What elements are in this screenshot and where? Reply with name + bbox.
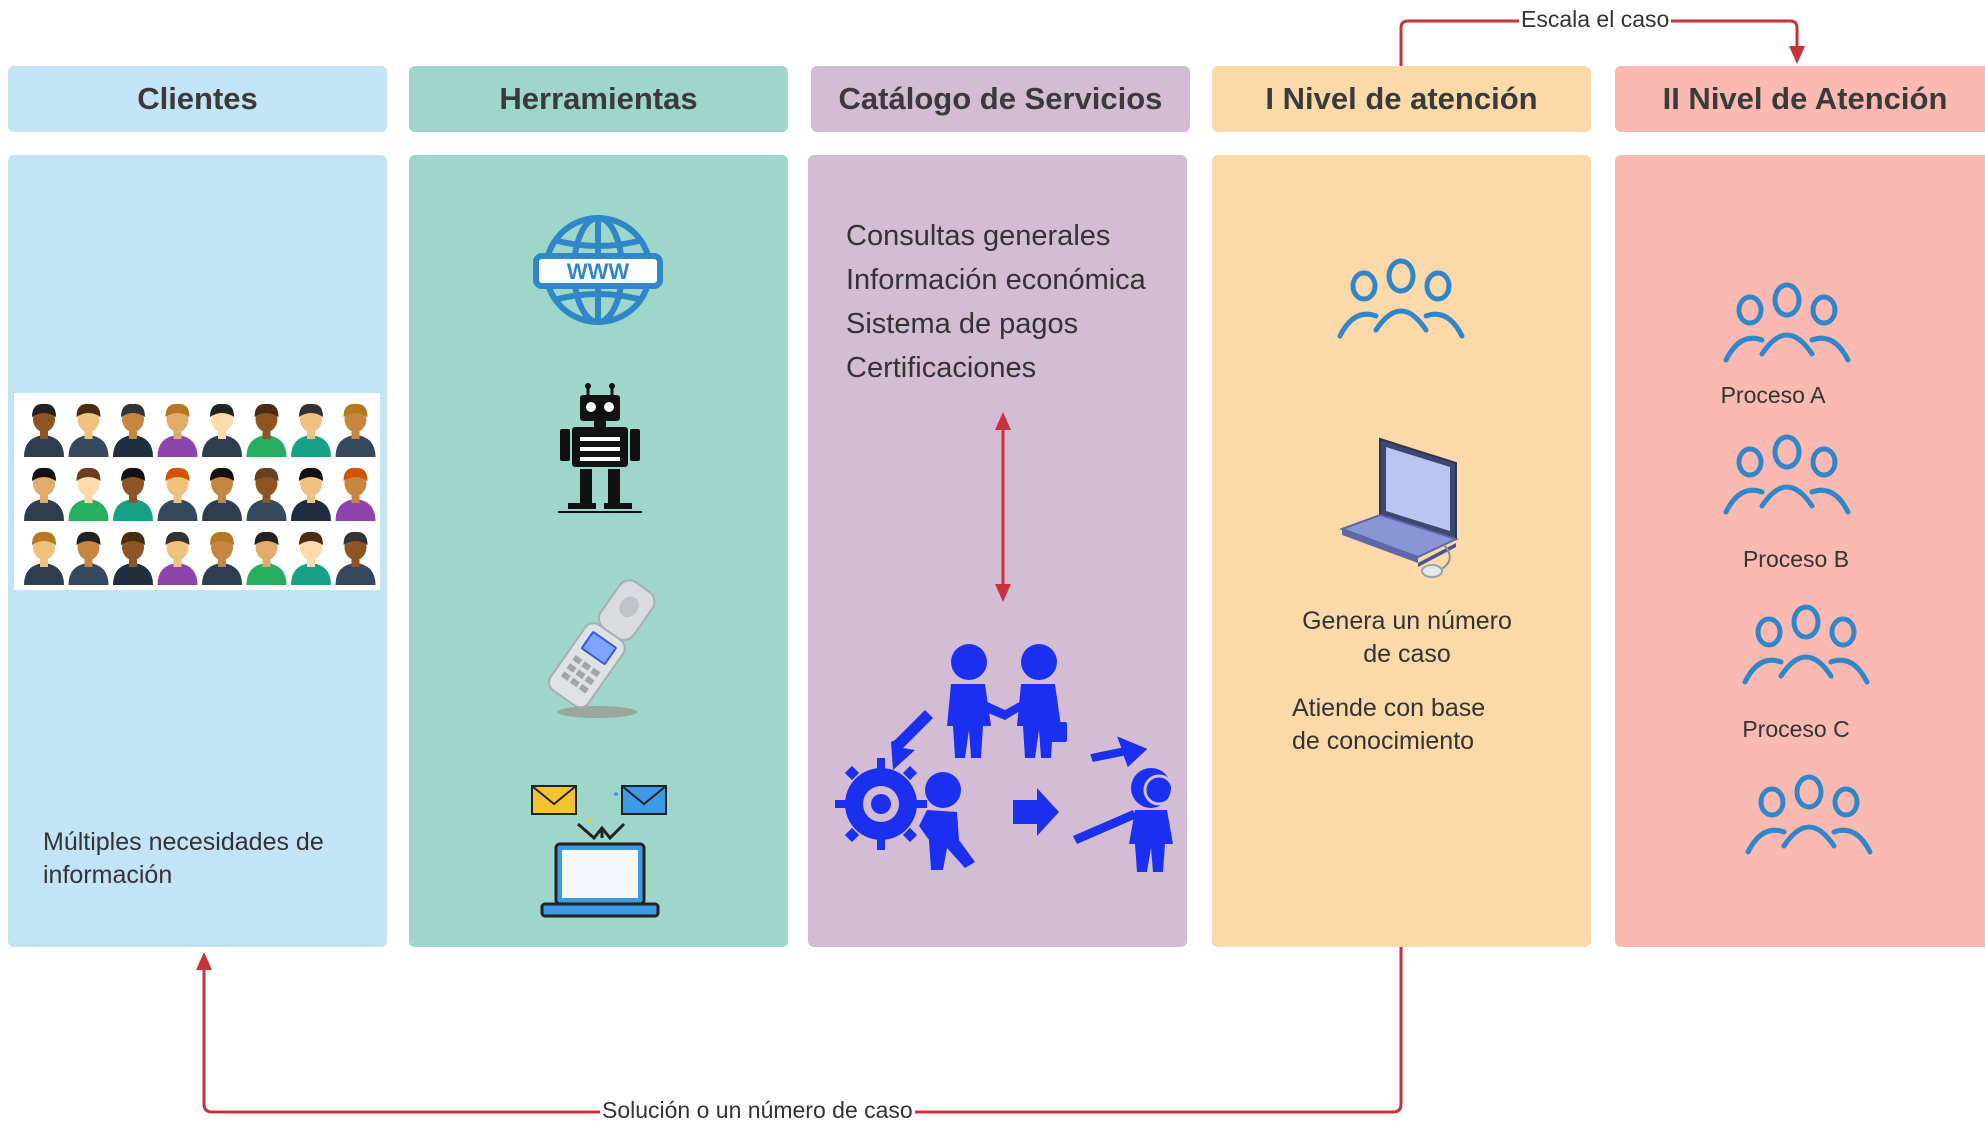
nivel1-case-text-line1: Genera un número bbox=[1302, 607, 1512, 635]
return-label: Solución o un número de caso bbox=[600, 1097, 915, 1124]
header-clientes-label: Clientes bbox=[137, 81, 258, 116]
team-icon bbox=[1723, 434, 1851, 515]
agents-team-icon bbox=[1337, 258, 1465, 339]
escalate-label: Escala el caso bbox=[1519, 6, 1672, 33]
header-catalogo: Catálogo de Servicios bbox=[811, 66, 1190, 132]
client-avatar bbox=[24, 531, 64, 585]
process-label: Proceso A bbox=[1720, 382, 1826, 408]
client-avatar bbox=[246, 467, 287, 521]
www-globe-icon: WWW bbox=[533, 215, 663, 325]
catalog-service-item: Consultas generales bbox=[846, 220, 1111, 252]
client-avatar bbox=[68, 531, 109, 585]
client-avatar bbox=[113, 531, 153, 585]
nivel1-knowledge-text-line1: Atiende con base bbox=[1292, 694, 1486, 722]
team-icon bbox=[1723, 282, 1851, 363]
robot-icon bbox=[558, 383, 642, 513]
nivel1-knowledge-text-line2: de conocimiento bbox=[1292, 727, 1475, 755]
client-avatar bbox=[335, 403, 376, 457]
client-avatar bbox=[24, 467, 64, 521]
client-avatar bbox=[157, 467, 198, 521]
client-avatar bbox=[202, 467, 242, 521]
header-nivel1-label: I Nivel de atención bbox=[1265, 81, 1538, 116]
client-avatar bbox=[68, 467, 109, 521]
client-avatar bbox=[335, 531, 376, 585]
header-nivel2: II Nivel de Atención bbox=[1615, 66, 1985, 132]
double-headed-arrow bbox=[995, 412, 1011, 602]
client-avatar bbox=[335, 467, 376, 521]
clientes-description: Múltiples necesidades de información bbox=[43, 826, 324, 892]
client-avatar bbox=[157, 403, 198, 457]
catalog-services-list: Consultas generales Información económic… bbox=[846, 214, 1146, 390]
catalog-service-item: Información económica bbox=[846, 264, 1146, 296]
nivel1-case-text-line2: de caso bbox=[1363, 640, 1451, 668]
header-clientes: Clientes bbox=[8, 66, 387, 132]
clientes-description-line1: Múltiples necesidades de bbox=[43, 828, 324, 856]
header-nivel1: I Nivel de atención bbox=[1212, 66, 1591, 132]
panel-nivel2 bbox=[1615, 155, 1985, 947]
clientes-description-line2: información bbox=[43, 861, 173, 889]
process-label: Proceso B bbox=[1742, 546, 1850, 572]
client-avatar bbox=[291, 531, 331, 585]
header-nivel2-label: II Nivel de Atención bbox=[1662, 81, 1948, 116]
client-avatar bbox=[202, 403, 242, 457]
process-label: Proceso C bbox=[1742, 716, 1850, 742]
mobile-phone-icon bbox=[548, 579, 656, 718]
client-avatar bbox=[113, 467, 153, 521]
catalog-service-item: Sistema de pagos bbox=[846, 308, 1079, 340]
laptop-icon bbox=[1339, 437, 1459, 578]
team-icon bbox=[1745, 774, 1873, 855]
header-catalogo-label: Catálogo de Servicios bbox=[838, 81, 1163, 116]
team-icon bbox=[1742, 604, 1870, 685]
client-avatar bbox=[68, 403, 109, 457]
catalog-service-item: Certificaciones bbox=[846, 352, 1037, 384]
svg-text:WWW: WWW bbox=[567, 259, 630, 284]
header-herramientas-label: Herramientas bbox=[499, 81, 698, 116]
business-cycle-figures-icon bbox=[835, 644, 1175, 872]
client-avatar bbox=[246, 403, 287, 457]
clients-people-image bbox=[14, 393, 380, 590]
header-herramientas: Herramientas bbox=[409, 66, 788, 132]
nivel1-case-text: Genera un número de caso bbox=[1292, 605, 1522, 671]
email-laptop-icon bbox=[531, 785, 667, 918]
client-avatar bbox=[24, 403, 64, 457]
client-avatar bbox=[246, 531, 287, 585]
nivel1-knowledge-text: Atiende con base de conocimiento bbox=[1292, 692, 1485, 758]
client-avatar bbox=[291, 403, 331, 457]
client-avatar bbox=[291, 467, 331, 521]
client-avatar bbox=[113, 403, 153, 457]
client-avatar bbox=[202, 531, 242, 585]
client-avatar bbox=[157, 531, 198, 585]
